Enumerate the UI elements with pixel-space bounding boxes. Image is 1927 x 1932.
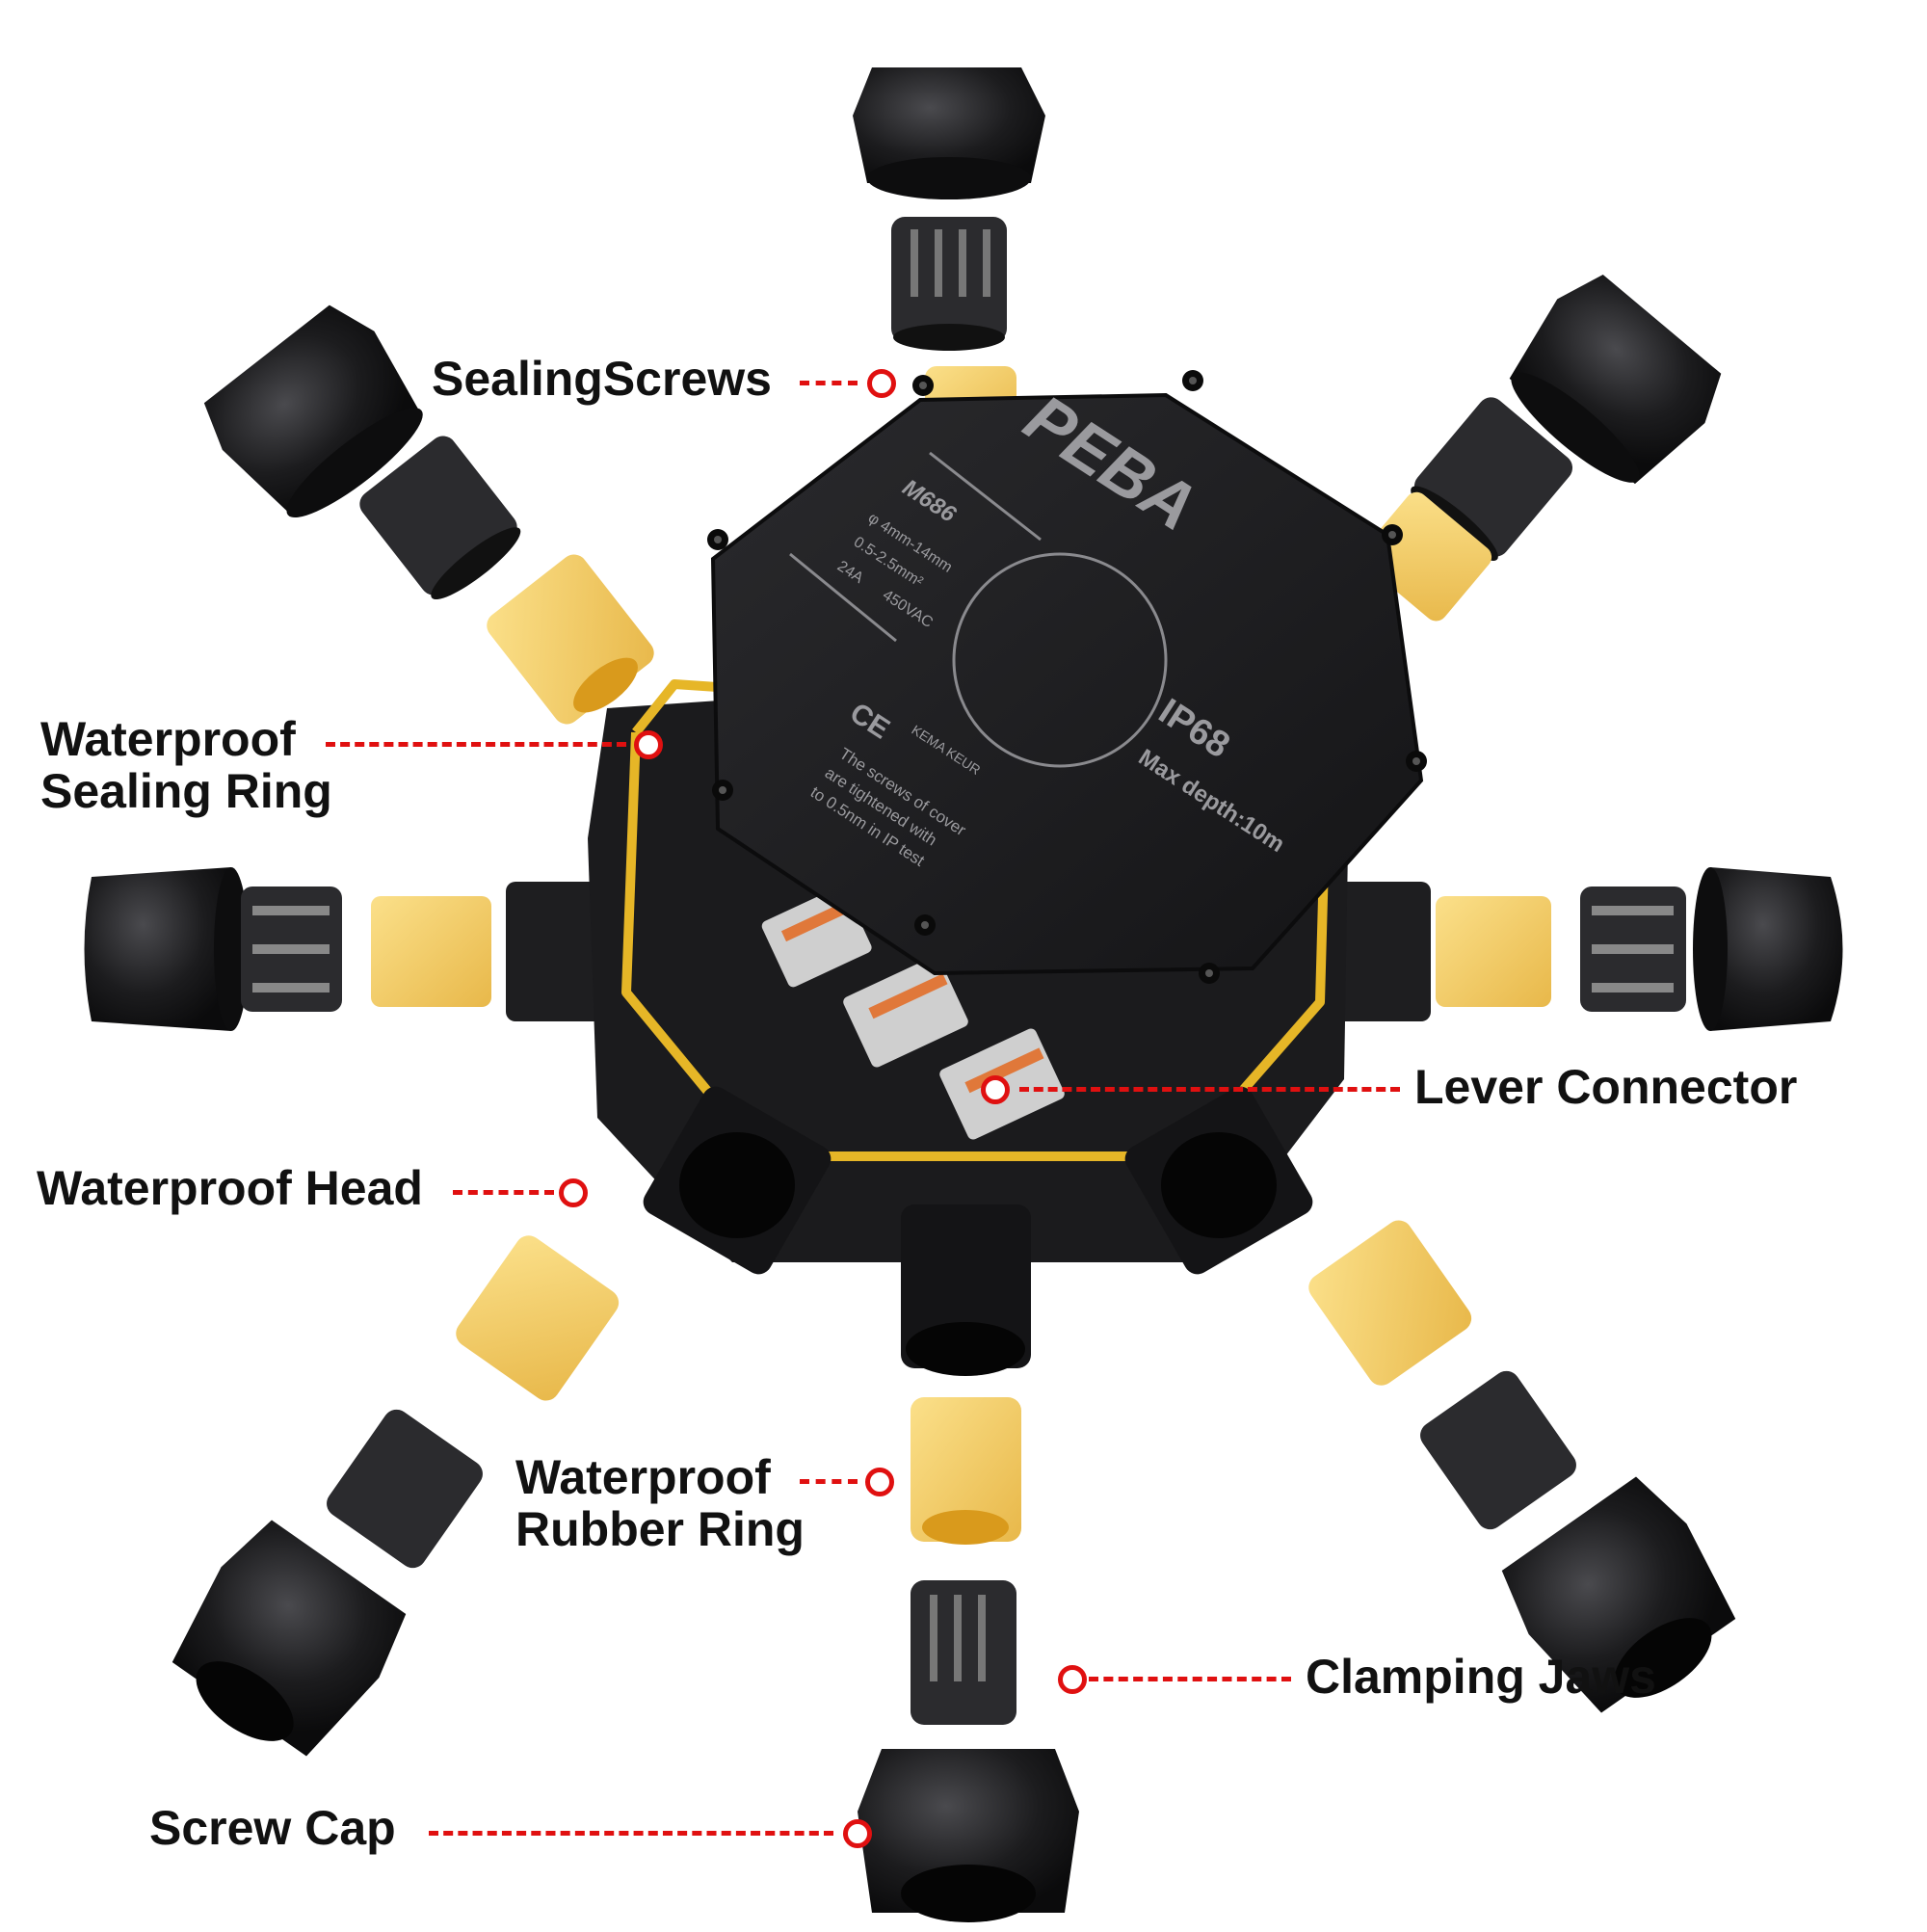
leader-sealing-screws: [800, 381, 858, 385]
rubber-ring: [911, 1397, 1021, 1545]
sealing-screw: [1199, 963, 1220, 984]
callout-dot-clamping-jaws: [1058, 1665, 1087, 1694]
callout-dot-waterproof-head: [559, 1178, 588, 1207]
sealing-screw: [914, 914, 936, 936]
label-waterproof-rubber-ring: Waterproof Rubber Ring: [515, 1453, 805, 1553]
sealing-screw: [1182, 370, 1203, 391]
callout-dot-screw-cap: [843, 1819, 872, 1848]
rubber-ring: [371, 896, 491, 1007]
sealing-screw: [707, 529, 728, 550]
clamping-jaws: [891, 217, 1007, 351]
clamping-jaws: [327, 1409, 483, 1569]
screw-cap: [1509, 274, 1722, 485]
screw-cap: [853, 67, 1045, 199]
clamping-jaws: [1420, 1370, 1576, 1530]
rubber-ring: [1308, 1220, 1472, 1386]
callout-dot-rubber-ring: [865, 1468, 894, 1496]
sealing-screw: [1406, 751, 1427, 772]
gland-thread: [1124, 1086, 1313, 1275]
gland-top-right: [1360, 274, 1722, 622]
callout-dot-sealing-screws: [867, 369, 896, 398]
label-screw-cap: Screw Cap: [149, 1801, 396, 1855]
leader-lever-connector: [1019, 1087, 1400, 1092]
label-line: Waterproof: [515, 1450, 771, 1504]
gland-bottom-right: [1308, 1220, 1736, 1713]
label-sealing-screws: SealingScrews: [432, 352, 772, 406]
rubber-ring: [1436, 896, 1551, 1007]
screw-cap: [203, 304, 423, 518]
gland-top-left: [203, 304, 654, 725]
rubber-ring: [487, 554, 654, 725]
label-line: Waterproof: [40, 712, 296, 766]
leader-screw-cap: [429, 1831, 833, 1836]
gland-bottom-left: [172, 1235, 620, 1757]
leader-waterproof-head: [453, 1190, 554, 1195]
clamping-jaws: [359, 436, 521, 600]
gland-thread: [506, 882, 612, 1021]
label-line: Rubber Ring: [515, 1502, 805, 1556]
leader-clamping-jaws: [1089, 1677, 1291, 1681]
label-waterproof-head: Waterproof Head: [37, 1161, 423, 1215]
sealing-screw: [912, 375, 934, 396]
label-clamping-jaws: Clamping Jaws: [1306, 1650, 1656, 1704]
gland-thread: [1325, 882, 1431, 1021]
gland-right: [1325, 867, 1843, 1031]
clamping-jaws: [241, 887, 342, 1012]
rubber-ring: [456, 1235, 620, 1401]
gland-bottom: [858, 1397, 1079, 1922]
screw-cap: [172, 1520, 407, 1757]
leader-sealing-ring: [326, 742, 626, 747]
cover-circle: [952, 552, 1168, 768]
waterproof-head: [643, 1086, 832, 1275]
callout-dot-sealing-ring: [634, 730, 663, 759]
screw-cap: [1693, 867, 1843, 1031]
clamping-jaws: [911, 1580, 1016, 1725]
label-lever-connector: Lever Connector: [1414, 1060, 1798, 1114]
leader-rubber-ring: [800, 1479, 858, 1484]
screw-cap: [1501, 1476, 1736, 1713]
gland-top: [853, 67, 1045, 438]
cover-lid: M686 φ 4mm-14mm 0.5-2.5mm² 24A 450VAC PE…: [707, 370, 1427, 984]
callout-dot-lever-connector: [981, 1075, 1010, 1104]
clamping-jaws: [1580, 887, 1686, 1012]
sealing-screw: [1382, 524, 1403, 545]
label-line: Sealing Ring: [40, 764, 332, 818]
screw-cap: [84, 867, 249, 1031]
label-waterproof-sealing-ring: Waterproof Sealing Ring: [40, 715, 332, 815]
screw-cap: [858, 1749, 1079, 1922]
sealing-screw: [712, 780, 733, 801]
gland-left: [84, 867, 612, 1031]
